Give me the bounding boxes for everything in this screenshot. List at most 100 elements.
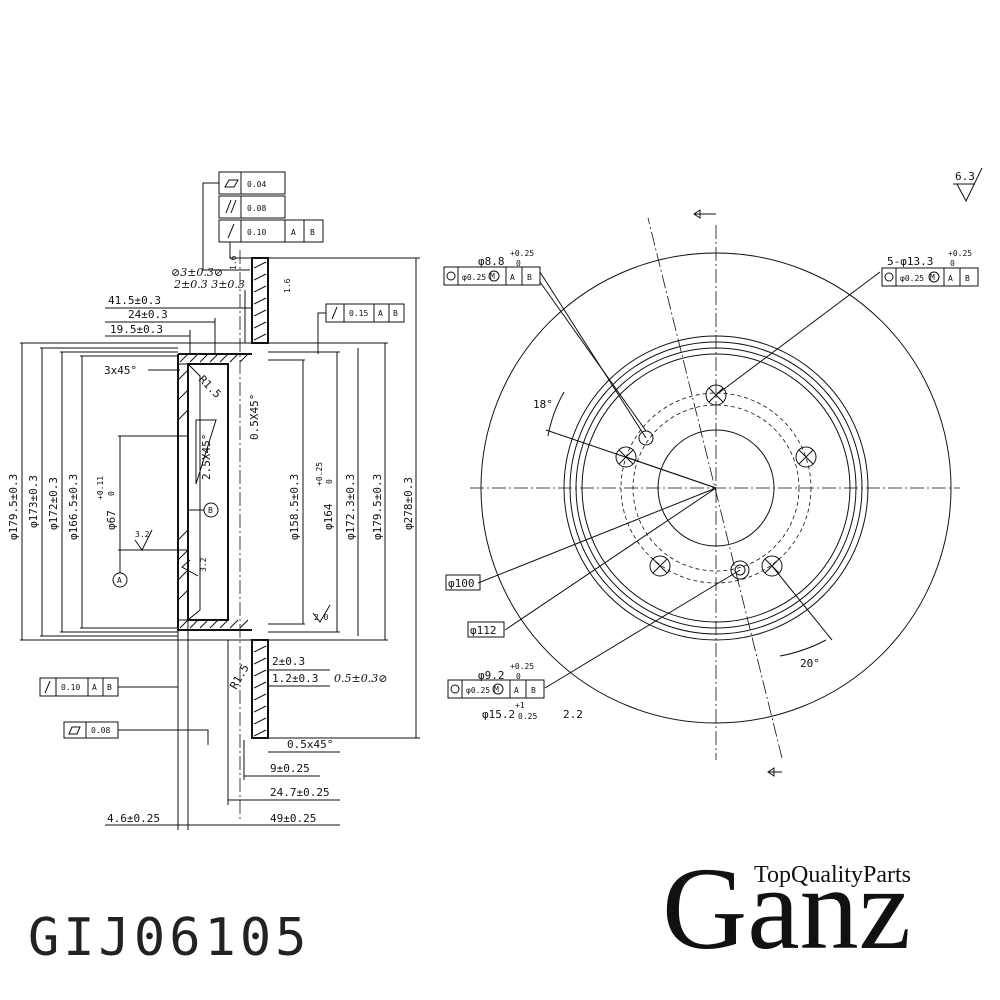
svg-text:φ0.25: φ0.25 — [466, 686, 490, 695]
svg-text:24±0.3: 24±0.3 — [128, 308, 168, 321]
svg-text:φ179.5±0.3: φ179.5±0.3 — [371, 474, 384, 540]
svg-text:A: A — [948, 274, 953, 283]
handwritten-note-1: ⊘3±0.3⊘ — [171, 266, 223, 279]
svg-text:9±0.25: 9±0.25 — [270, 762, 310, 775]
svg-text:0.08: 0.08 — [91, 726, 110, 735]
tolerance-frame-runout-top: 0.10 A B — [218, 219, 324, 243]
pcd-100: φ100 — [445, 574, 481, 591]
svg-text:1.2±0.3: 1.2±0.3 — [272, 672, 318, 685]
svg-text:+1: +1 — [515, 701, 525, 710]
svg-text:+0.25: +0.25 — [510, 249, 534, 258]
svg-text:0.04: 0.04 — [247, 180, 266, 189]
svg-text:0.15: 0.15 — [349, 309, 368, 318]
svg-text:0.5X45°: 0.5X45° — [248, 394, 261, 440]
datum-a: A — [112, 550, 128, 588]
svg-text:+0.11: +0.11 — [96, 476, 105, 500]
part-number: GIJ06105 — [28, 908, 311, 968]
datum-b: B — [188, 502, 219, 518]
brand-tagline: TopQualityParts — [754, 862, 911, 888]
svg-text:A: A — [117, 576, 122, 585]
svg-text:A: A — [291, 228, 296, 237]
svg-text:B: B — [208, 506, 213, 515]
svg-text:19.5±0.3: 19.5±0.3 — [110, 323, 163, 336]
svg-text:φ172.3±0.3: φ172.3±0.3 — [344, 474, 357, 540]
svg-text:φ15.2: φ15.2 — [482, 708, 515, 721]
svg-text:3x45°: 3x45° — [104, 364, 137, 377]
svg-text:A: A — [514, 686, 519, 695]
hole-spec-15-2: φ15.2 +1 0.25 2.2 — [482, 701, 583, 721]
svg-text:2.5X45°: 2.5X45° — [200, 434, 213, 480]
svg-text:5-φ13.3: 5-φ13.3 — [887, 255, 933, 268]
svg-text:B: B — [527, 273, 532, 282]
svg-text:0: 0 — [325, 479, 334, 484]
svg-text:B: B — [310, 228, 315, 237]
handwritten-note-3: 0.5±0.3⊘ — [334, 672, 387, 685]
svg-text:4.6±0.25: 4.6±0.25 — [107, 812, 160, 825]
svg-text:+0.25: +0.25 — [948, 249, 972, 258]
roughness-mark-b: 3.2 — [181, 557, 208, 577]
svg-text:24.7±0.25: 24.7±0.25 — [270, 786, 330, 799]
surface-finish-value: 6.3 — [955, 170, 975, 183]
svg-text:0: 0 — [107, 491, 116, 496]
svg-text:1.6: 1.6 — [283, 278, 292, 293]
svg-text:0: 0 — [950, 259, 955, 268]
runout-icon — [44, 680, 51, 694]
position-icon — [446, 271, 456, 281]
svg-text:B: B — [393, 309, 398, 318]
svg-text:B: B — [107, 683, 112, 692]
roughness-mark-a: 3.2 — [134, 529, 153, 551]
svg-text:M: M — [490, 272, 495, 281]
svg-text:A: A — [92, 683, 97, 692]
svg-text:M: M — [930, 273, 935, 282]
svg-text:φ8.8: φ8.8 — [478, 255, 505, 268]
hole-spec-9-2: φ9.2 +0.25 0 φ0.25 M A B — [447, 662, 545, 699]
svg-text:A: A — [378, 309, 383, 318]
svg-text:0: 0 — [516, 259, 521, 268]
svg-text:0: 0 — [516, 672, 521, 681]
svg-text:φ9.2: φ9.2 — [478, 669, 505, 682]
runout-icon — [331, 306, 338, 320]
svg-text:φ100: φ100 — [448, 577, 475, 590]
flatness-icon — [68, 726, 81, 735]
svg-text:2.2: 2.2 — [563, 708, 583, 721]
svg-text:2.0: 2.0 — [314, 613, 329, 622]
svg-text:R1.5: R1.5 — [227, 662, 252, 691]
svg-text:0.10: 0.10 — [247, 228, 266, 237]
svg-text:φ0.25: φ0.25 — [462, 273, 486, 282]
flatness-icon — [224, 179, 239, 188]
tolerance-frame-flatness-bottom: 0.08 — [63, 721, 209, 745]
pcd-112: φ112 — [467, 621, 505, 638]
svg-text:3.2: 3.2 — [199, 557, 208, 572]
hole-spec-13-3: 5-φ13.3 +0.25 0 φ0.25 M A B — [881, 249, 979, 287]
parallelism-icon — [225, 199, 237, 214]
position-icon — [884, 272, 894, 282]
svg-text:φ112: φ112 — [470, 624, 497, 637]
svg-text:0.25: 0.25 — [518, 712, 537, 721]
angle-18: 18° — [533, 398, 553, 411]
svg-text:1.6: 1.6 — [229, 255, 238, 270]
svg-text:3.2: 3.2 — [135, 530, 150, 539]
tolerance-frame-runout-bottom: 0.10 A B — [39, 677, 178, 697]
section-hatching — [177, 261, 267, 737]
svg-text:2±0.3: 2±0.3 — [272, 655, 305, 668]
svg-text:+0.25: +0.25 — [510, 662, 534, 671]
bolt-holes — [615, 384, 817, 580]
svg-text:0.5x45°: 0.5x45° — [287, 738, 333, 751]
position-icon — [450, 684, 460, 694]
svg-text:B: B — [531, 686, 536, 695]
svg-text:φ0.25: φ0.25 — [900, 274, 924, 283]
disc-front-view: 18° 20° φ8.8 +0.25 0 φ0.25 M A B 5-φ13.3… — [443, 209, 979, 777]
svg-text:φ164: φ164 — [322, 503, 335, 530]
hole-spec-8-8: φ8.8 +0.25 0 φ0.25 M A B — [443, 249, 541, 286]
angle-20: 20° — [800, 657, 820, 670]
runout-icon — [227, 223, 235, 239]
tolerance-frame-flatness-top: 0.04 — [218, 171, 286, 195]
tolerance-frame-parallel: 0.08 — [218, 195, 286, 219]
svg-text:φ166.5±0.3: φ166.5±0.3 — [67, 474, 80, 540]
svg-text:+0.25: +0.25 — [315, 462, 324, 486]
svg-text:0.08: 0.08 — [247, 204, 266, 213]
brand-logo-name: Ganz — [662, 843, 911, 974]
surface-finish-symbol: 6.3 — [953, 167, 983, 203]
